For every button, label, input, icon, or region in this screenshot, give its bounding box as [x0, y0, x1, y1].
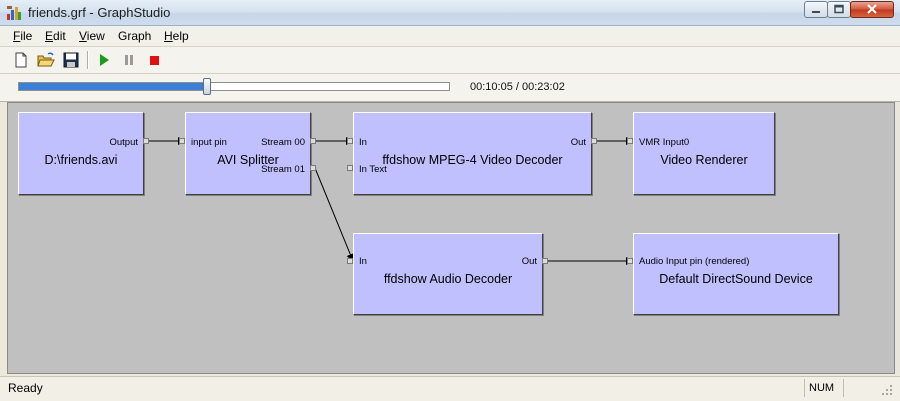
pin-label-in-text: In Text [359, 164, 387, 175]
pin-label-output: Output [109, 137, 138, 148]
pin-label-out: Out [521, 256, 537, 267]
pin-in[interactable] [347, 258, 353, 264]
pin-out[interactable] [591, 138, 597, 144]
stop-icon [150, 56, 159, 65]
menu-graph-label: Graph [118, 29, 152, 43]
menu-view-accel: V [79, 29, 87, 43]
status-pane [843, 379, 880, 397]
save-disk-icon [63, 52, 79, 68]
menu-file-label: ile [20, 29, 33, 43]
vertical-scrollbar-edge[interactable] [895, 102, 900, 374]
toolbar [0, 47, 900, 74]
menu-edit-accel: E [45, 29, 54, 43]
new-button[interactable] [12, 51, 30, 69]
menu-file[interactable]: File [13, 28, 32, 44]
menu-edit[interactable]: Edit [45, 28, 66, 44]
pin-label-input-pin: input pin [191, 137, 227, 148]
menu-file-accel: F [13, 29, 21, 43]
filter-video-renderer[interactable]: VMR Input0 Video Renderer [633, 112, 775, 195]
pin-label-audio-input: Audio Input pin (rendered) [639, 256, 750, 267]
menu-bar: File Edit View Graph Help [0, 26, 900, 47]
pin-vmr-input0[interactable] [627, 138, 633, 144]
maximize-button[interactable] [827, 1, 851, 18]
pin-in-text[interactable] [347, 165, 353, 171]
filter-audio-decoder[interactable]: In Out ffdshow Audio Decoder [353, 233, 543, 315]
close-button[interactable] [850, 1, 894, 18]
filter-video-decoder[interactable]: In Out ffdshow MPEG-4 Video Decoder In T… [353, 112, 592, 195]
play-button[interactable] [95, 51, 113, 69]
pin-label-stream-01: Stream 01 [261, 164, 305, 175]
filter-name: ffdshow MPEG-4 Video Decoder [382, 153, 563, 167]
pin-label-in: In [359, 256, 367, 267]
save-button[interactable] [62, 51, 80, 69]
title-bar[interactable]: friends.grf - GraphStudio [0, 0, 900, 26]
pin-stream-01[interactable] [310, 165, 316, 171]
num-lock-indicator: NUM [804, 379, 845, 397]
menu-help-label: elp [172, 29, 189, 43]
pin-label-vmr-input0: VMR Input0 [639, 137, 690, 148]
pin-audio-input[interactable] [627, 258, 633, 264]
pin-input[interactable] [179, 138, 185, 144]
filter-avi-splitter[interactable]: input pin Stream 00 AVI Splitter Stream … [185, 112, 311, 195]
menu-help-accel: H [164, 29, 173, 43]
menu-graph[interactable]: Graph [118, 28, 151, 44]
close-icon [867, 4, 877, 14]
seek-slider-thumb[interactable] [203, 78, 212, 95]
size-grip-icon[interactable] [880, 383, 894, 397]
pause-button[interactable] [120, 51, 138, 69]
menu-help[interactable]: Help [164, 28, 189, 44]
menu-edit-label: dit [53, 29, 66, 43]
stop-button[interactable] [145, 51, 163, 69]
filter-name: ffdshow Audio Decoder [383, 272, 513, 286]
connection-splitter-to-audio-decoder[interactable] [314, 167, 355, 262]
play-icon [100, 54, 109, 66]
pause-icon [125, 55, 133, 65]
pin-output[interactable] [143, 138, 149, 144]
filter-name: D:\friends.avi [44, 153, 118, 167]
pin-in[interactable] [347, 138, 353, 144]
minimize-button[interactable] [804, 1, 828, 18]
status-bar: Ready NUM [0, 376, 900, 401]
graphstudio-app-icon [7, 6, 21, 20]
window-title: friends.grf - GraphStudio [28, 5, 171, 20]
open-folder-icon [37, 52, 55, 67]
status-text: Ready [8, 381, 43, 395]
new-file-icon [15, 52, 27, 68]
pin-label-stream-00: Stream 00 [261, 137, 305, 148]
pin-stream-00[interactable] [310, 138, 316, 144]
pin-label-in: In [359, 137, 367, 148]
toolbar-separator [87, 51, 89, 69]
menu-view-label: iew [86, 29, 105, 43]
minimize-icon [812, 11, 820, 13]
graph-canvas[interactable]: Output D:\friends.avi input pin Stream 0… [7, 102, 895, 374]
pin-out[interactable] [542, 258, 548, 264]
filter-source-file[interactable]: Output D:\friends.avi [18, 112, 144, 195]
filter-name: Video Renderer [660, 153, 748, 167]
seek-track[interactable] [18, 82, 450, 91]
pin-label-out: Out [570, 137, 586, 148]
filter-name: AVI Splitter [217, 153, 279, 167]
time-readout: 00:10:05 / 00:23:02 [470, 81, 565, 93]
open-button[interactable] [37, 51, 55, 69]
filter-name: Default DirectSound Device [659, 272, 813, 286]
maximize-icon [834, 4, 844, 14]
filter-audio-renderer[interactable]: Audio Input pin (rendered) Default Direc… [633, 233, 839, 315]
menu-view[interactable]: View [79, 28, 105, 44]
seek-progress-fill [19, 83, 208, 90]
seek-bar: 00:10:05 / 00:23:02 [0, 74, 900, 102]
